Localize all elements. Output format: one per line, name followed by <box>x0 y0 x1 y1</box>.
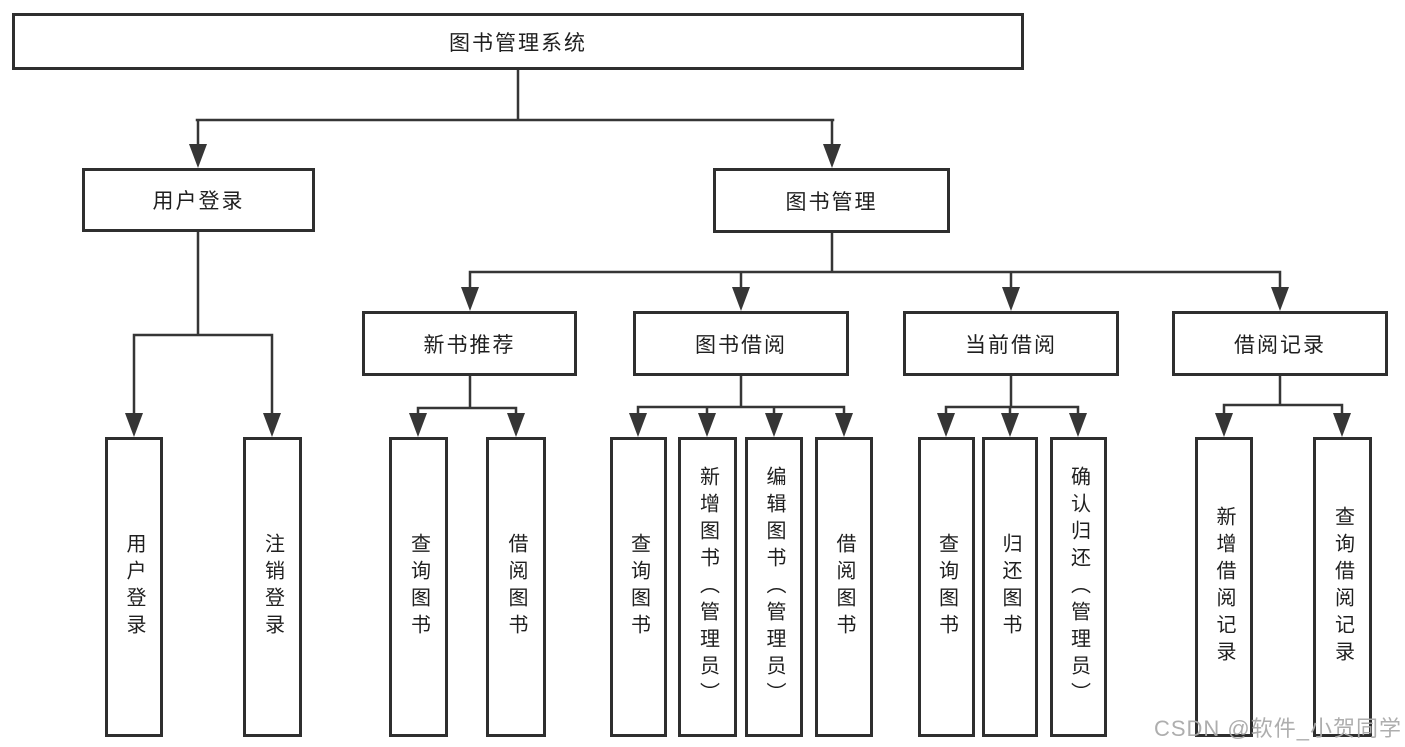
node-leaf-query-borrow-record: 查询借阅记录 <box>1313 437 1372 737</box>
connector-records-to-leaves <box>1222 374 1344 419</box>
arrow-down-icon <box>937 413 955 437</box>
node-leaf-user-login: 用户登录 <box>105 437 163 737</box>
node-current-borrowing: 当前借阅 <box>903 311 1119 376</box>
node-leaf-borrow-books-recommend-label: 借阅图书 <box>505 533 527 641</box>
csdn-watermark: CSDN @软件_小贺同学 <box>1153 716 1402 741</box>
node-leaf-query-books-current: 查询图书 <box>918 437 975 737</box>
connector-userlogin-to-leaves <box>132 230 274 419</box>
node-leaf-confirm-return-admin: 确认归还（管理员） <box>1050 437 1107 737</box>
arrow-down-icon <box>409 413 427 437</box>
arrow-down-icon <box>823 144 841 168</box>
node-leaf-add-borrow-record-label: 新增借阅记录 <box>1213 506 1235 668</box>
node-leaf-query-books-current-label: 查询图书 <box>935 533 958 641</box>
node-leaf-query-books-borrow: 查询图书 <box>610 437 667 737</box>
node-leaf-borrow-books-label: 借阅图书 <box>833 533 855 641</box>
node-leaf-return-books: 归还图书 <box>982 437 1038 737</box>
arrow-down-icon <box>461 287 479 311</box>
node-leaf-query-borrow-record-label: 查询借阅记录 <box>1331 506 1354 668</box>
arrow-down-icon <box>1001 413 1019 437</box>
node-leaf-borrow-books-recommend: 借阅图书 <box>486 437 546 737</box>
arrow-down-icon <box>189 144 207 168</box>
arrow-down-icon <box>629 413 647 437</box>
arrow-down-icon <box>1002 287 1020 311</box>
node-leaf-add-borrow-record: 新增借阅记录 <box>1195 437 1253 737</box>
arrow-down-icon <box>1271 287 1289 311</box>
node-root-label: 图书管理系统 <box>449 31 587 55</box>
arrow-down-icon <box>1215 413 1233 437</box>
node-new-book-recommendation-label: 新书推荐 <box>423 333 516 357</box>
arrow-down-icon <box>1333 413 1351 437</box>
connector-newbook-to-leaves <box>416 374 518 419</box>
arrow-down-icon <box>125 413 143 437</box>
node-leaf-query-books-recommend-label: 查询图书 <box>407 533 430 641</box>
connector-currentborrow-to-leaves <box>944 374 1080 419</box>
arrow-down-icon <box>732 287 750 311</box>
node-book-borrowing: 图书借阅 <box>633 311 849 376</box>
node-leaf-edit-books-admin: 编辑图书（管理员） <box>745 437 803 737</box>
arrow-down-icon <box>835 413 853 437</box>
connector-bookborrow-to-leaves <box>636 374 846 419</box>
node-leaf-add-books-admin: 新增图书（管理员） <box>678 437 737 737</box>
connector-root-to-level2 <box>195 68 835 150</box>
node-borrowing-records: 借阅记录 <box>1172 311 1388 376</box>
arrow-down-icon <box>765 413 783 437</box>
node-leaf-add-books-admin-label: 新增图书（管理员） <box>696 465 719 709</box>
node-current-borrowing-label: 当前借阅 <box>965 333 1057 357</box>
node-book-borrowing-label: 图书借阅 <box>695 333 787 357</box>
node-leaf-return-books-label: 归还图书 <box>999 533 1021 641</box>
node-book-management-label: 图书管理 <box>785 190 878 214</box>
node-root: 图书管理系统 <box>12 13 1024 70</box>
node-leaf-confirm-return-admin-label: 确认归还（管理员） <box>1067 465 1090 709</box>
node-leaf-query-books-borrow-label: 查询图书 <box>627 533 650 641</box>
node-book-management: 图书管理 <box>713 168 950 233</box>
node-leaf-logout-label: 注销登录 <box>261 533 284 641</box>
node-leaf-logout: 注销登录 <box>243 437 302 737</box>
node-leaf-user-login-label: 用户登录 <box>123 533 145 641</box>
connector-bookmgmt-to-level3 <box>468 231 1282 293</box>
arrow-down-icon <box>507 413 525 437</box>
arrow-down-icon <box>1069 413 1087 437</box>
node-leaf-edit-books-admin-label: 编辑图书（管理员） <box>763 465 785 709</box>
node-user-login-label: 用户登录 <box>152 190 245 213</box>
arrow-down-icon <box>263 413 281 437</box>
node-leaf-borrow-books: 借阅图书 <box>815 437 873 737</box>
node-user-login: 用户登录 <box>82 168 315 232</box>
node-borrowing-records-label: 借阅记录 <box>1234 333 1326 357</box>
arrow-down-icon <box>698 413 716 437</box>
node-leaf-query-books-recommend: 查询图书 <box>389 437 448 737</box>
node-new-book-recommendation: 新书推荐 <box>362 311 577 376</box>
